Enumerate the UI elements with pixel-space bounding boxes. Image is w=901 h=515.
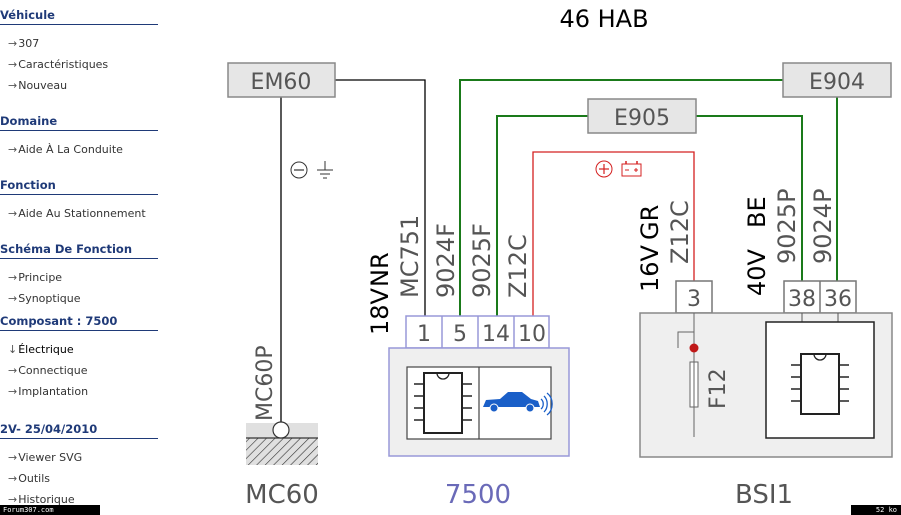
sidebar: Véhicule →307 →Caractéristiques →Nouveau… [0, 0, 160, 515]
nav-label: Viewer SVG [18, 451, 83, 464]
nav-label: Aide Au Stationnement [18, 207, 146, 220]
nav-item-viewer-svg[interactable]: →Viewer SVG [8, 451, 83, 464]
connector-e905-label: E905 [614, 106, 670, 131]
pin-38: 38 [788, 287, 816, 312]
footer-site-label: Forum307.com [0, 505, 100, 515]
pin-1: 1 [417, 322, 431, 347]
pin-36: 36 [824, 287, 852, 312]
nav-item-aide-conduite[interactable]: →Aide À La Conduite [8, 143, 123, 156]
nav-item-connectique[interactable]: →Connectique [8, 364, 88, 377]
component-label-mc60: MC60 [245, 480, 319, 510]
wire-z12c [532, 151, 695, 316]
nav-label: Caractéristiques [18, 58, 109, 71]
nav-item-307[interactable]: →307 [8, 37, 40, 50]
nav-label: Historique [18, 493, 75, 506]
nav-item-synoptique[interactable]: →Synoptique [8, 292, 81, 305]
section-title-vehicule: Véhicule [0, 8, 158, 25]
label-color-be: BE [743, 196, 771, 228]
diagram-title: 46 HAB [559, 5, 648, 33]
nav-item-electrique[interactable]: ↓Électrique [8, 343, 74, 356]
label-voltage-40v: 40V [743, 248, 771, 296]
section-title-version: 2V- 25/04/2010 [0, 422, 158, 439]
label-mc60p: MC60P [253, 345, 278, 421]
component-label-7500: 7500 [445, 480, 511, 510]
nav-item-implantation[interactable]: →Implantation [8, 385, 89, 398]
connector-e904-label: E904 [809, 70, 865, 95]
label-wire-mc751: MC751 [396, 215, 424, 298]
pin-5: 5 [453, 322, 467, 347]
nav-item-principe[interactable]: →Principe [8, 271, 63, 284]
section-title-domaine: Domaine [0, 114, 158, 131]
fuse-label: F12 [706, 368, 731, 409]
label-wire-z12c: Z12C [504, 234, 532, 298]
label-voltage-18v: 18V [366, 287, 394, 335]
section-title-schema: Schéma De Fonction [0, 242, 158, 259]
label-wire-z12c-bsi: Z12C [666, 200, 694, 264]
label-color-nr: NR [366, 252, 394, 287]
nav-label: Connectique [18, 364, 88, 377]
nav-item-outils[interactable]: →Outils [8, 472, 51, 485]
pin-3: 3 [687, 287, 701, 312]
nav-item-nouveau[interactable]: →Nouveau [8, 79, 68, 92]
wire-9024f [459, 79, 783, 316]
battery-positive-icon [595, 160, 642, 178]
nav-label: Outils [18, 472, 51, 485]
connector-em60-label: EM60 [251, 70, 312, 95]
label-wire-9025f: 9025F [468, 223, 496, 298]
nav-label: 307 [18, 37, 40, 50]
ground-symbol-icon [290, 161, 333, 179]
nav-item-historique[interactable]: →Historique [8, 493, 75, 506]
connector-e905 [587, 98, 697, 134]
nav-item-caracteristiques[interactable]: →Caractéristiques [8, 58, 109, 71]
nav-label: Synoptique [18, 292, 81, 305]
footer-size-label: 52 ko [851, 505, 901, 515]
pin-10: 10 [518, 322, 546, 347]
pin-14: 14 [482, 322, 510, 347]
junction-dot [689, 343, 699, 353]
component-bsi1: 3 38 36 F12 [639, 280, 893, 458]
wire-mc751 [335, 79, 426, 316]
component-7500: 1 5 14 10 [388, 315, 570, 457]
label-wire-9025p: 9025P [773, 188, 801, 264]
section-title-composant: Composant : 7500 [0, 314, 158, 331]
ground-mc60: MC60P [246, 345, 318, 465]
bsi-chip-icon [791, 353, 849, 415]
car-radar-icon [483, 392, 553, 416]
connector-em60 [227, 62, 336, 98]
nav-item-aide-stationnement[interactable]: →Aide Au Stationnement [8, 207, 146, 220]
wire-9025p [696, 115, 803, 281]
label-wire-9024p: 9024P [809, 188, 837, 264]
section-title-fonction: Fonction [0, 178, 158, 195]
label-wire-9024f: 9024F [432, 223, 460, 298]
label-color-gr: GR [636, 205, 664, 240]
nav-label: Aide À La Conduite [18, 143, 123, 156]
nav-label: Implantation [18, 385, 89, 398]
wire-9025f [496, 115, 588, 316]
component-label-bsi1: BSI1 [735, 480, 793, 510]
chip-icon [414, 372, 472, 434]
nav-label: Principe [18, 271, 63, 284]
nav-label: Électrique [18, 343, 74, 356]
nav-label: Nouveau [18, 79, 68, 92]
connector-e904 [782, 62, 892, 98]
pin-strip-f12 [675, 280, 713, 314]
label-voltage-16v: 16V [636, 244, 664, 292]
